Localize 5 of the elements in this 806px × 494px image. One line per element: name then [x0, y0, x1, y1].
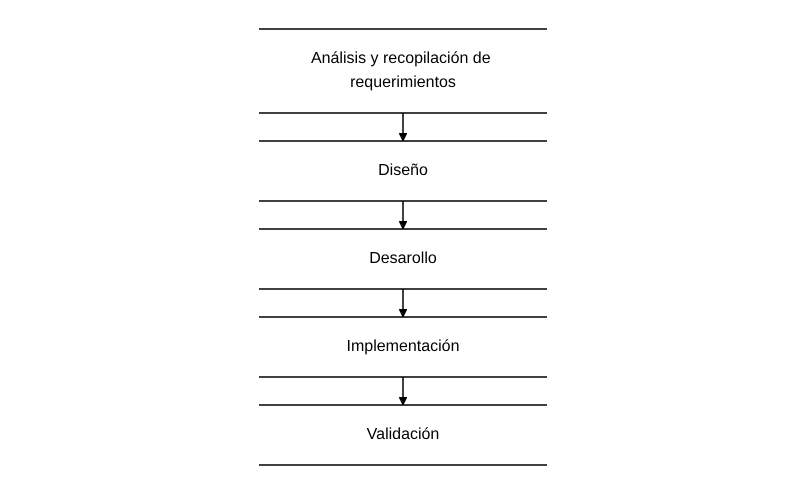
arrow [398, 289, 408, 318]
arrow [398, 377, 408, 406]
arrow [398, 201, 408, 230]
flowchart-drawing: Análisis y recopilación de requerimientos Diseño Desarollo Implementación Validación [259, 21, 547, 473]
arrow [398, 113, 408, 142]
